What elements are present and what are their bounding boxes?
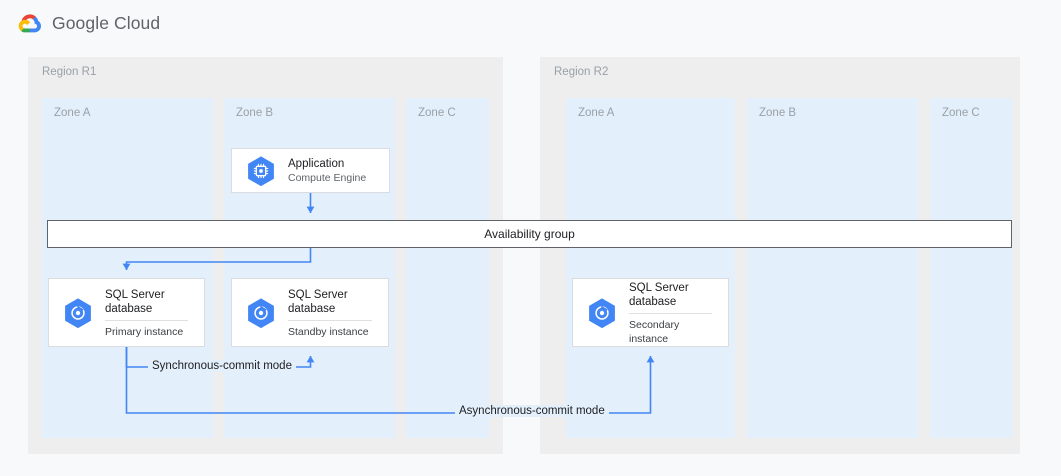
node-secondary-database-text: SQL Server database Secondary instance: [629, 280, 728, 346]
card-divider: [105, 319, 188, 321]
node-primary-database-subtitle: Primary instance: [105, 325, 184, 338]
region-r2-zone-c-label: Zone C: [942, 107, 980, 119]
region-r2-zone-a: Zone A: [566, 98, 735, 438]
region-r1-zone-b-label: Zone B: [236, 107, 274, 119]
region-r2-label: Region R2: [554, 66, 609, 78]
region-r1-zone-c-label: Zone C: [418, 107, 456, 119]
node-application-title: Application: [288, 157, 345, 170]
compute-engine-icon: [248, 155, 274, 186]
architecture-diagram: Region R1 Zone A Zone B Zone C Region R2…: [0, 46, 1061, 476]
card-divider: [288, 319, 372, 321]
card-divider: [629, 312, 712, 314]
node-application[interactable]: Application Compute Engine: [231, 148, 390, 193]
node-secondary-database[interactable]: SQL Server database Secondary instance: [572, 278, 729, 347]
region-r1-zone-a-label: Zone A: [54, 107, 91, 119]
region-r1-zone-a: Zone A: [42, 98, 213, 438]
node-secondary-database-subtitle: Secondary instance: [629, 318, 680, 345]
connector-label-asynchronous-commit: Asynchronous-commit mode: [455, 405, 609, 417]
page-header: Google Cloud: [0, 0, 1061, 46]
availability-group-bar: Availability group: [47, 220, 1012, 248]
region-r2-zone-a-label: Zone A: [578, 107, 615, 119]
node-standby-database-title: SQL Server database: [288, 288, 348, 315]
region-r1-zone-c: Zone C: [406, 98, 489, 438]
region-r2-zone-b: Zone B: [747, 98, 918, 438]
node-standby-database-text: SQL Server database Standby instance: [288, 287, 388, 339]
node-primary-database-text: SQL Server database Primary instance: [105, 287, 204, 339]
availability-group-label: Availability group: [484, 227, 575, 241]
node-primary-database-title: SQL Server database: [105, 288, 165, 315]
region-r2-zone-c: Zone C: [930, 98, 1012, 438]
sql-server-database-icon: [65, 297, 91, 328]
node-secondary-database-title: SQL Server database: [629, 281, 689, 308]
region-r1-label: Region R1: [42, 66, 97, 78]
brand-cloud: Cloud: [114, 12, 161, 33]
brand-wordmark: Google Cloud: [52, 13, 160, 34]
node-standby-database-subtitle: Standby instance: [288, 325, 369, 338]
google-cloud-logo-icon: [18, 14, 42, 33]
node-primary-database[interactable]: SQL Server database Primary instance: [48, 278, 205, 347]
brand-google: Google: [52, 12, 110, 33]
connector-label-synchronous-commit: Synchronous-commit mode: [148, 360, 296, 372]
node-standby-database[interactable]: SQL Server database Standby instance: [231, 278, 389, 347]
sql-server-database-icon: [589, 297, 615, 328]
region-r2-zone-b-label: Zone B: [759, 107, 797, 119]
node-application-subtitle: Compute Engine: [288, 171, 367, 184]
sql-server-database-icon: [248, 297, 274, 328]
node-application-text: Application Compute Engine: [288, 157, 389, 185]
